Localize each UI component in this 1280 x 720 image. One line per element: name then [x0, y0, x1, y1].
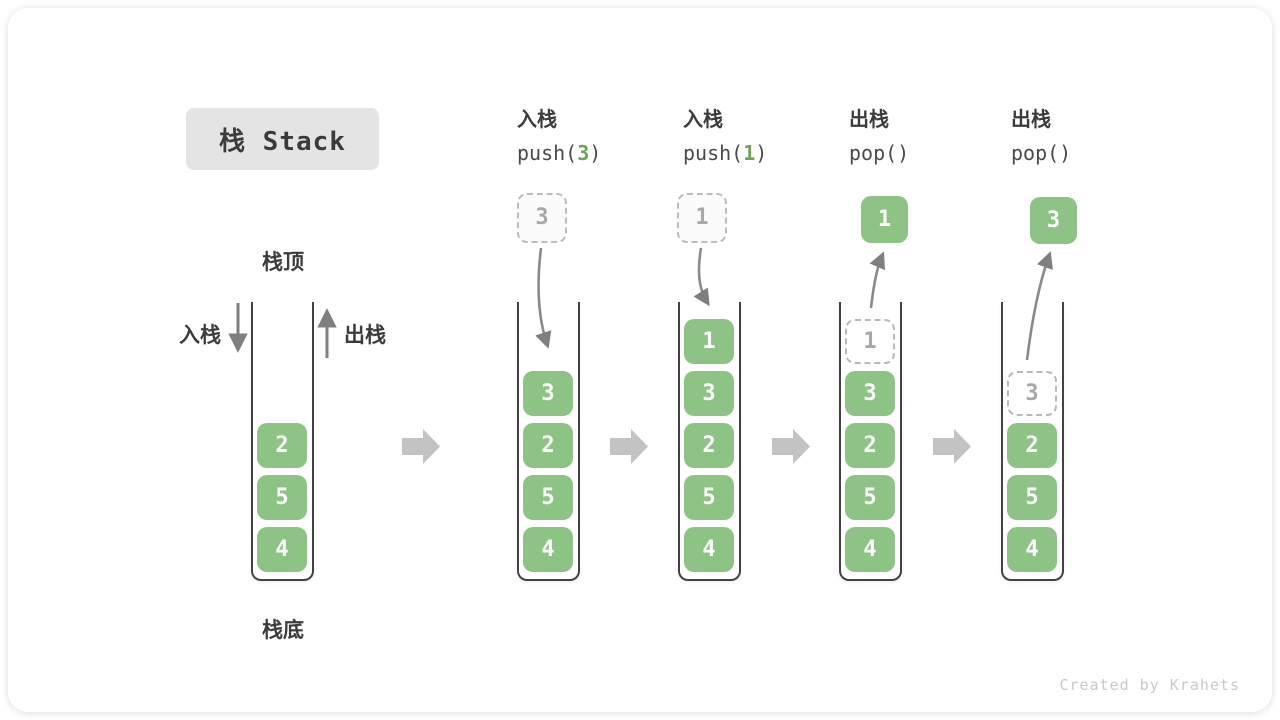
stack-cell-removed: 3 — [1007, 371, 1057, 416]
stack-cell: 5 — [845, 475, 895, 520]
stack-top-label: 栈顶 — [262, 250, 304, 274]
pop-side-label: 出栈 — [344, 323, 386, 347]
popped-value-box: 1 — [861, 196, 908, 243]
operation-code: push(1) — [683, 141, 768, 165]
stack-cell: 2 — [1007, 423, 1057, 468]
operation-code: pop() — [849, 141, 910, 165]
watermark: Created by Krahets — [1059, 676, 1240, 694]
stack-cell: 5 — [257, 475, 307, 520]
stack-cell: 5 — [523, 475, 573, 520]
title-box: 栈 Stack — [186, 108, 379, 170]
stack-cell: 2 — [257, 423, 307, 468]
stack-cell: 4 — [523, 527, 573, 572]
stack-cell: 3 — [684, 371, 734, 416]
stack-cell-removed: 1 — [845, 319, 895, 364]
stack-cell: 3 — [523, 371, 573, 416]
stack-cell: 5 — [1007, 475, 1057, 520]
code-argument: 1 — [743, 141, 756, 165]
operation-name: 入栈 — [517, 107, 557, 131]
operation-label-pop-2: 出栈 pop() — [1011, 102, 1161, 170]
stack-well-2 — [517, 302, 580, 581]
incoming-value-box: 3 — [517, 193, 567, 243]
operation-name: 入栈 — [683, 107, 723, 131]
operation-name: 出栈 — [849, 107, 889, 131]
operation-code: pop() — [1011, 141, 1072, 165]
stack-cell: 2 — [684, 423, 734, 468]
stack-well-3 — [678, 302, 741, 581]
stack-cell: 4 — [684, 527, 734, 572]
operation-label-push1: 入栈 push(1) — [683, 102, 833, 170]
page-title: 栈 Stack — [219, 126, 346, 157]
stack-cell: 1 — [684, 319, 734, 364]
stack-cell: 4 — [257, 527, 307, 572]
stack-well-5 — [1001, 302, 1064, 581]
operation-code: push(3) — [517, 141, 602, 165]
stack-cell: 5 — [684, 475, 734, 520]
stack-cell: 2 — [523, 423, 573, 468]
popped-value-box: 3 — [1030, 197, 1077, 244]
stack-cell: 4 — [1007, 527, 1057, 572]
code-argument: 3 — [577, 141, 590, 165]
stack-bottom-label: 栈底 — [262, 618, 304, 642]
stack-cell: 4 — [845, 527, 895, 572]
stack-cell: 2 — [845, 423, 895, 468]
operation-label-push3: 入栈 push(3) — [517, 102, 667, 170]
operation-label-pop-1: 出栈 pop() — [849, 102, 999, 170]
stack-well-1 — [251, 302, 314, 581]
push-side-label: 入栈 — [179, 323, 221, 347]
operation-name: 出栈 — [1011, 107, 1051, 131]
stack-cell: 3 — [845, 371, 895, 416]
stack-well-4 — [839, 302, 902, 581]
incoming-value-box: 1 — [677, 193, 727, 243]
